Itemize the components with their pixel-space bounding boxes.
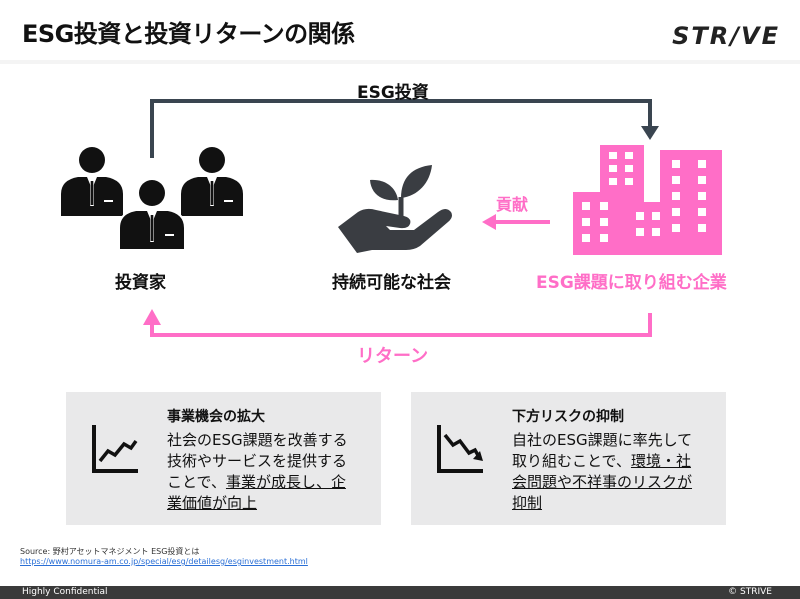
opportunity-card-title: 事業機会の拡大 [167, 409, 265, 425]
source-note: Source: 野村アセットマネジメント ESG投資とは [20, 547, 200, 556]
confidential-label: Highly Confidential [22, 587, 108, 597]
source-link[interactable]: https://www.nomura-am.co.jp/special/esg/… [20, 557, 308, 566]
strive-logo: STR/VE [672, 22, 780, 50]
return-arrowhead [143, 309, 161, 325]
company-label: ESG課題に取り組む企業 [536, 273, 727, 293]
return-arrow [150, 313, 652, 337]
chart-up-icon [92, 425, 138, 473]
opportunity-card: 事業機会の拡大 社会のESG課題を改善する 技術やサービスを提供する ことで、事… [66, 392, 381, 525]
header-divider [0, 60, 800, 64]
society-label: 持続可能な社会 [332, 273, 451, 293]
risk-card-text: 自社のESG課題に率先して 取り組むことで、環境・社 会問題や不祥事のリスクが … [512, 431, 693, 512]
company-buildings-icon [573, 145, 722, 255]
esg-investment-arrowhead [641, 126, 659, 140]
copyright-label: © STRIVE [728, 587, 772, 597]
return-label: リターン [357, 346, 429, 367]
contribution-arrowhead [482, 214, 496, 230]
opportunity-card-text: 社会のESG課題を改善する 技術やサービスを提供する ことで、事業が成長し、企 … [167, 431, 348, 512]
investor-label: 投資家 [115, 273, 166, 293]
plant-hand-icon [338, 165, 452, 253]
page-title: ESG投資と投資リターンの関係 [22, 20, 355, 48]
risk-card-title: 下方リスクの抑制 [512, 409, 624, 425]
footer-bar: Highly Confidential © STRIVE [0, 586, 800, 599]
esg-investment-label: ESG投資 [357, 83, 429, 103]
esg-investment-arrow [150, 99, 652, 158]
risk-card: 下方リスクの抑制 自社のESG課題に率先して 取り組むことで、環境・社 会問題や… [411, 392, 726, 525]
chart-down-icon [437, 425, 483, 473]
investors-icon [61, 147, 243, 251]
flow-diagram [61, 99, 722, 337]
contribution-label: 貢献 [496, 195, 529, 214]
